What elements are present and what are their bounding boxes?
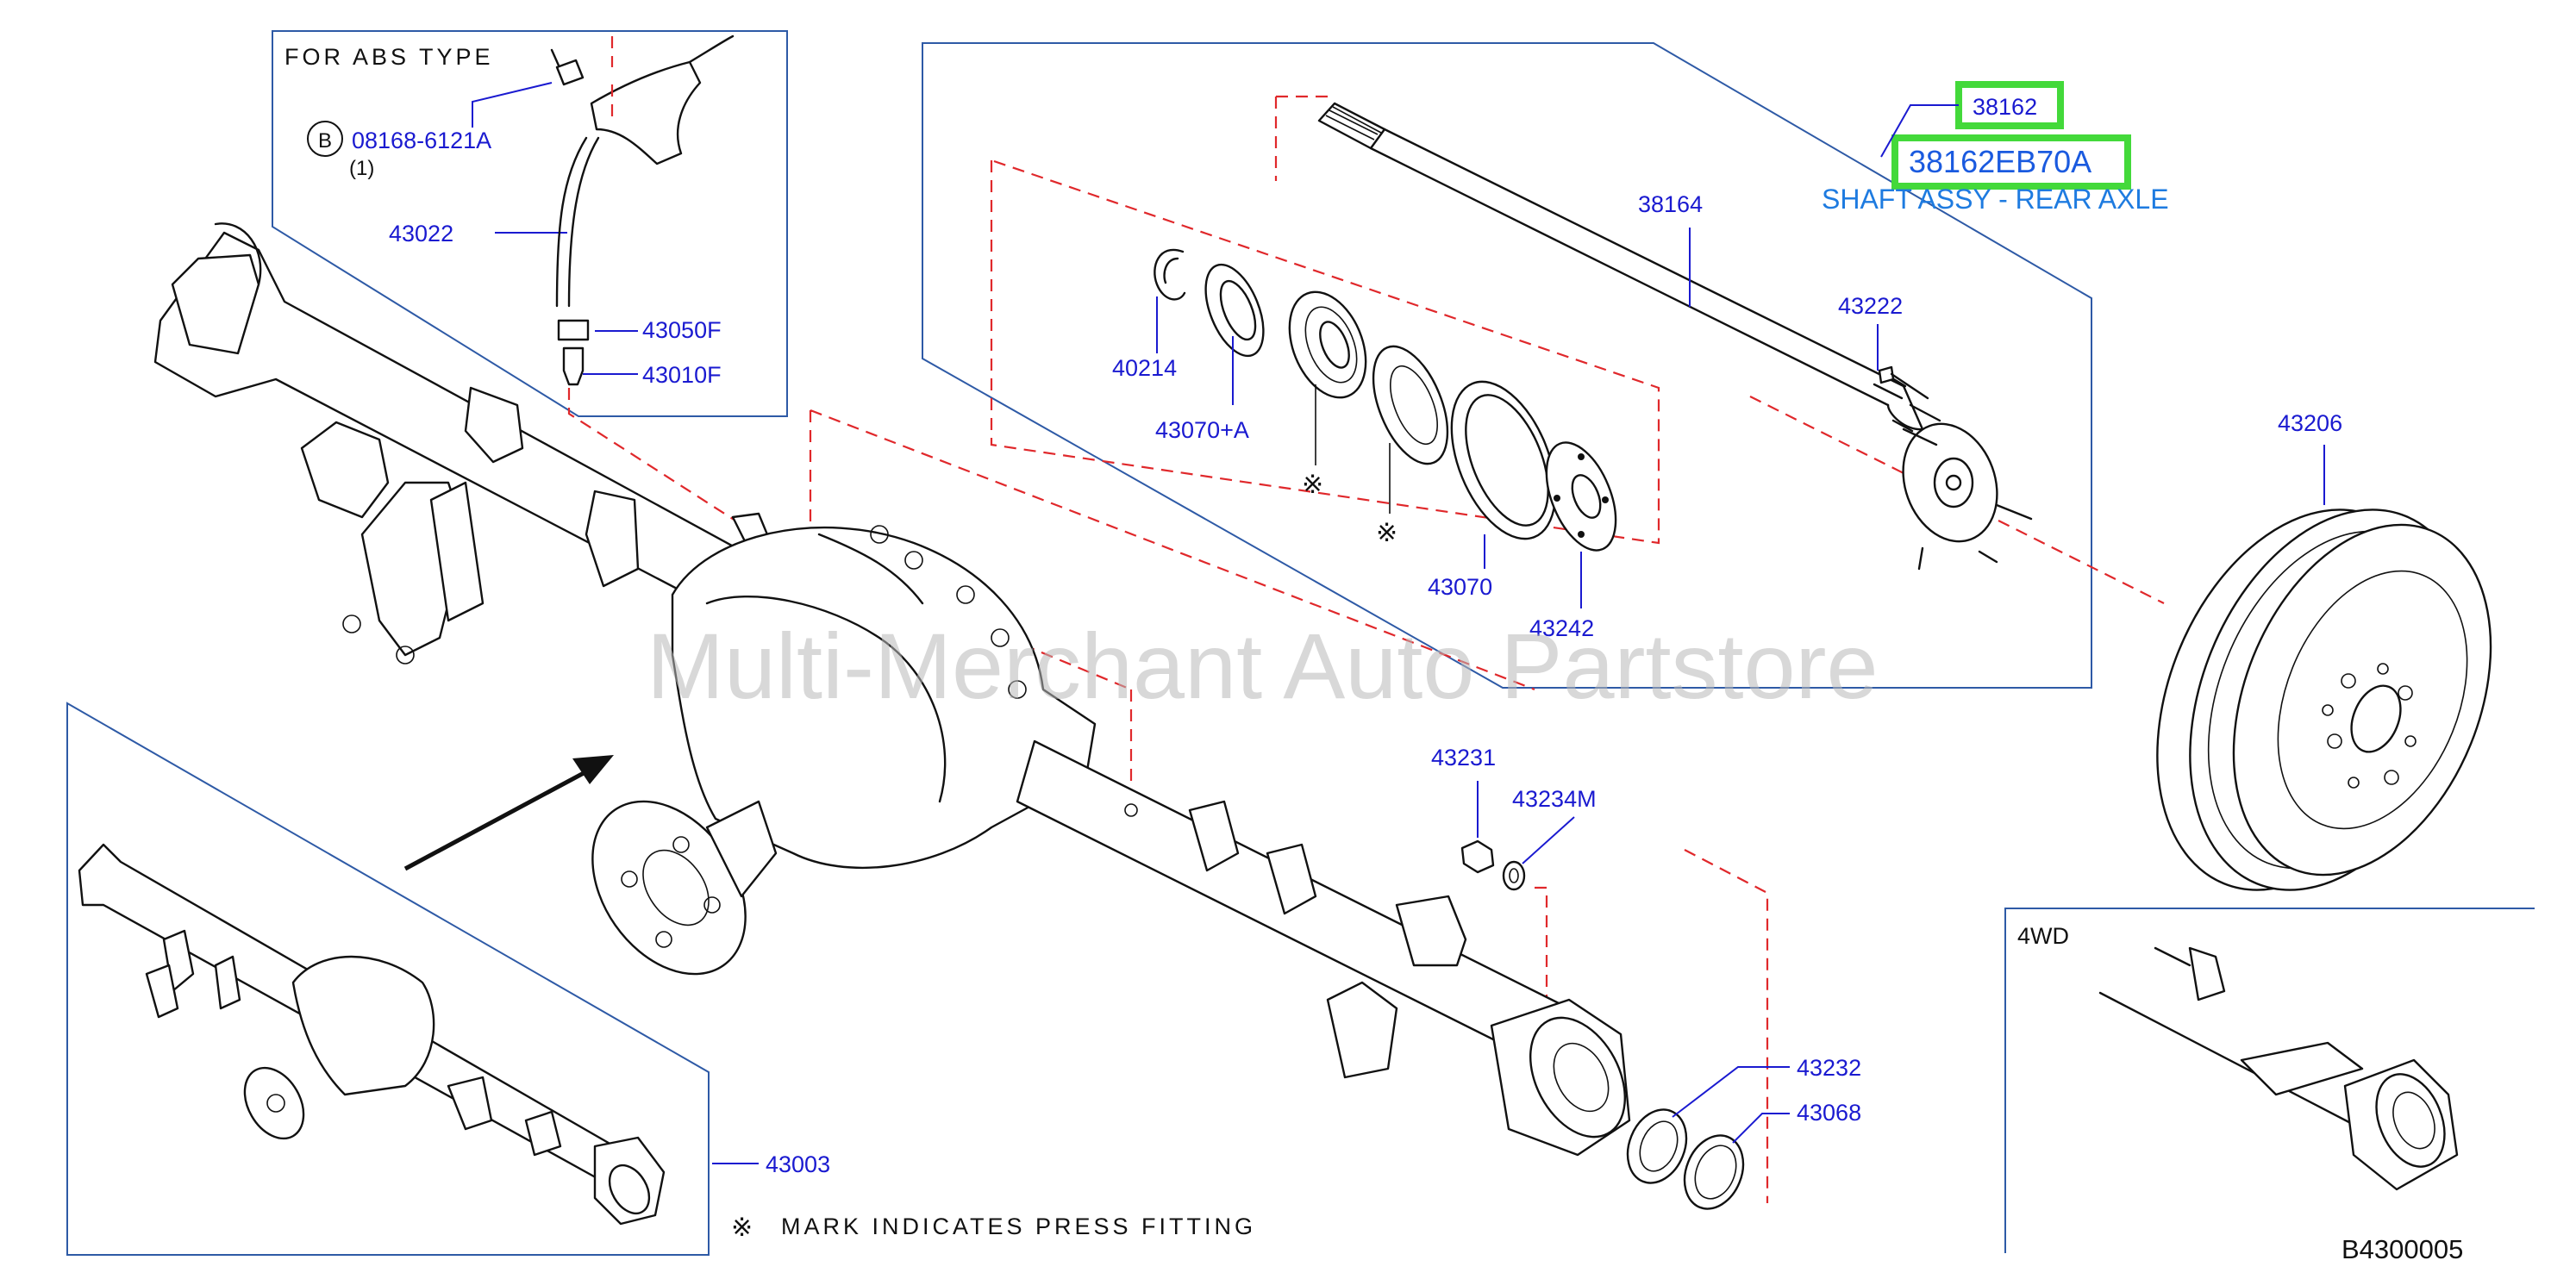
part-label-38164[interactable]: 38164 xyxy=(1638,191,1703,217)
bolt-quantity: (1) xyxy=(349,157,374,180)
fwd-axle-thumbnail xyxy=(2098,946,2459,1191)
shaft-bearing-inset xyxy=(922,42,2092,689)
axle-shaft-drawing xyxy=(1317,102,2033,571)
bolt-callout-circle xyxy=(307,121,343,157)
highlight-part-number[interactable]: 38162EB70A xyxy=(1909,144,2091,179)
brake-drum-drawing xyxy=(2156,508,2492,891)
part-label-43206[interactable]: 43206 xyxy=(2278,410,2342,436)
view-direction-arrow xyxy=(403,755,614,871)
press-fit-note: MARK INDICATES PRESS FITTING xyxy=(781,1213,1256,1239)
part-label-43222[interactable]: 43222 xyxy=(1838,293,1903,319)
press-fit-mark-1: ※ xyxy=(1302,471,1323,499)
press-fit-mark-2: ※ xyxy=(1376,519,1397,547)
bearing-stack-drawing xyxy=(1154,248,1617,552)
part-label-43068[interactable]: 43068 xyxy=(1797,1100,1861,1126)
complete-axle-inset: 43003 xyxy=(66,702,830,1256)
highlighted-part-callout: 38162 38162EB70A SHAFT ASSY - REAR AXLE xyxy=(1822,81,2169,215)
highlight-ref-number[interactable]: 38162 xyxy=(1973,94,2037,120)
watermark: Multi-Merchant Auto Partstore xyxy=(647,614,1879,718)
part-label-43050F[interactable]: 43050F xyxy=(642,317,722,343)
axle-housing-drawing xyxy=(153,222,1631,1157)
fwd-label: 4WD xyxy=(2017,923,2069,949)
part-label-43070-A[interactable]: 43070+A xyxy=(1155,417,1249,443)
seal-rings-drawing xyxy=(1626,1108,1745,1210)
part-label-43231[interactable]: 43231 xyxy=(1431,745,1496,771)
part-label-43010F[interactable]: 43010F xyxy=(642,362,722,388)
diagram-code: B4300005 xyxy=(2342,1234,2463,1264)
complete-axle-thumbnail xyxy=(78,843,666,1226)
abs-type-note: FOR ABS TYPE xyxy=(284,44,494,70)
nut-washer-drawing xyxy=(1460,839,1526,891)
assembly-guide-lines xyxy=(567,95,2165,1203)
press-fit-note-symbol: ※ xyxy=(731,1213,753,1242)
abs-type-inset: FOR ABS TYPE B 08168-6121A (1) 43022 430… xyxy=(272,30,788,417)
fwd-inset: 4WD xyxy=(2004,908,2535,1253)
abs-sensor-drawing xyxy=(550,34,735,386)
part-label-43234M[interactable]: 43234M xyxy=(1512,786,1597,812)
part-label-08168-6121A[interactable]: 08168-6121A xyxy=(352,128,491,153)
part-label-43242[interactable]: 43242 xyxy=(1529,615,1594,641)
part-label-43003[interactable]: 43003 xyxy=(766,1151,830,1177)
wheel-stud-43222 xyxy=(1878,365,1929,400)
part-label-40214[interactable]: 40214 xyxy=(1112,355,1177,381)
part-label-43022[interactable]: 43022 xyxy=(389,221,453,246)
part-label-43070[interactable]: 43070 xyxy=(1428,574,1492,600)
part-label-43232[interactable]: 43232 xyxy=(1797,1055,1861,1081)
highlight-part-name: SHAFT ASSY - REAR AXLE xyxy=(1822,184,2169,215)
bolt-callout-letter: B xyxy=(318,129,332,153)
